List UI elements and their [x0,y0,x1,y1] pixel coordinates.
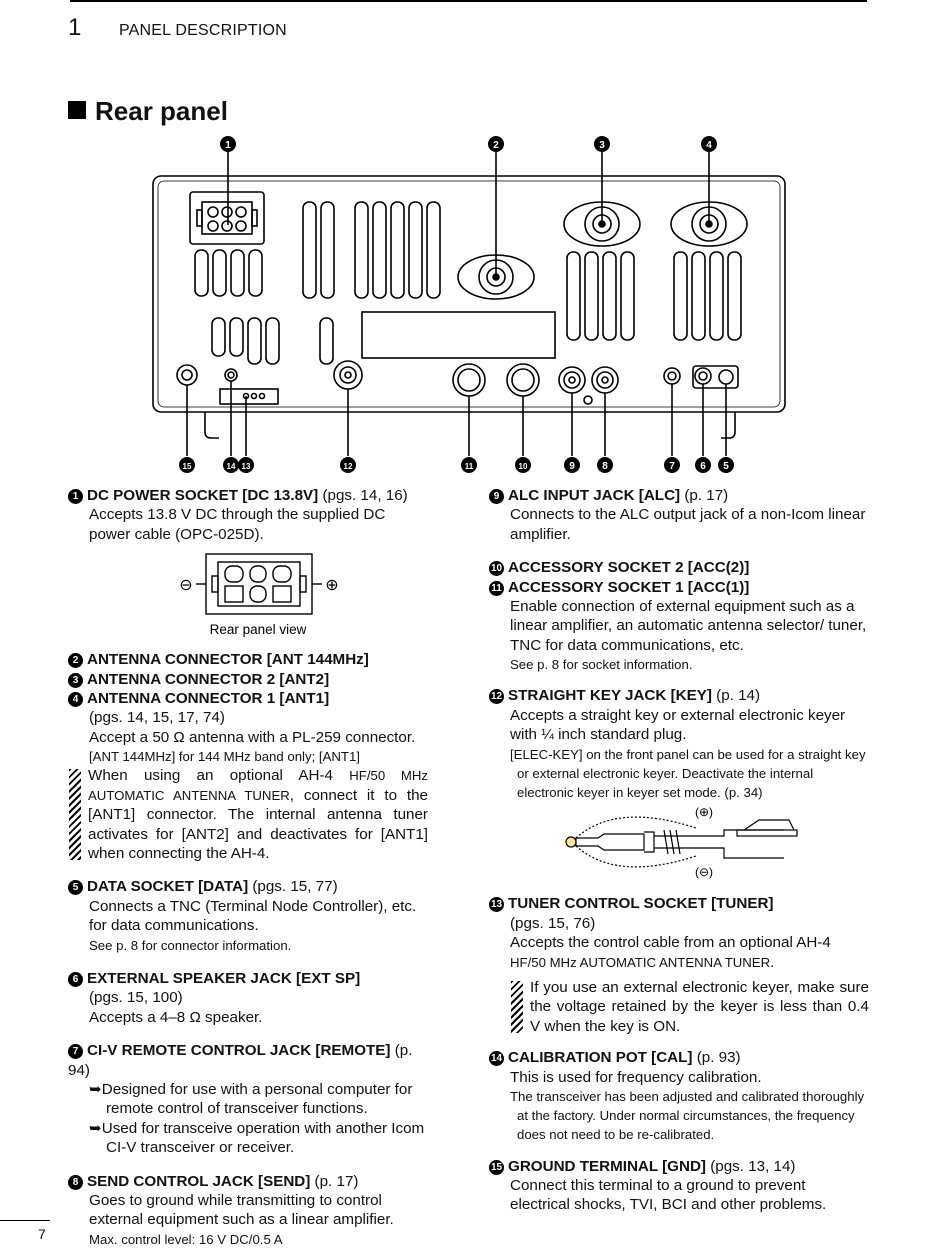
rear-panel-diagram: 1 2 3 4 15 14 13 12 11 10 9 8 7 6 5 [152,136,786,473]
svg-text:11: 11 [465,462,474,471]
svg-text:15: 15 [183,462,192,471]
svg-text:(⊕): (⊕) [695,805,713,819]
svg-text:13: 13 [242,462,251,471]
header-rule [70,0,867,2]
svg-text:7: 7 [669,461,675,472]
svg-text:9: 9 [569,461,575,472]
chapter-title: PANEL DESCRIPTION [119,22,287,39]
svg-text:1: 1 [225,140,231,151]
svg-text:3: 3 [599,140,605,151]
antenna-note: When using an optional AH-4 HF/50 MHz AU… [68,766,428,863]
svg-text:2: 2 [493,140,499,151]
key-plug-figure: (⊕) (⊖) [565,805,798,879]
chapter-number: 1 [68,14,82,41]
svg-text:⊖: ⊖ [179,577,192,594]
svg-text:10: 10 [519,462,528,471]
dc-socket-figure: ⊖ ⊕ Rear panel view [179,553,339,637]
svg-text:6: 6 [700,461,706,472]
svg-text:8: 8 [602,461,608,472]
svg-text:5: 5 [723,461,729,472]
svg-text:⊕: ⊕ [325,577,338,594]
page-number: 7 [38,1226,46,1242]
section-title: Rear panel [68,96,228,127]
svg-text:4: 4 [706,140,712,151]
svg-text:(⊖): (⊖) [695,865,713,879]
tuner-note: If you use an external electronic keyer,… [510,978,869,1036]
svg-text:14: 14 [227,462,236,471]
svg-text:Rear panel view: Rear panel view [210,622,307,637]
footer-rule [0,1220,50,1221]
svg-text:12: 12 [344,462,353,471]
